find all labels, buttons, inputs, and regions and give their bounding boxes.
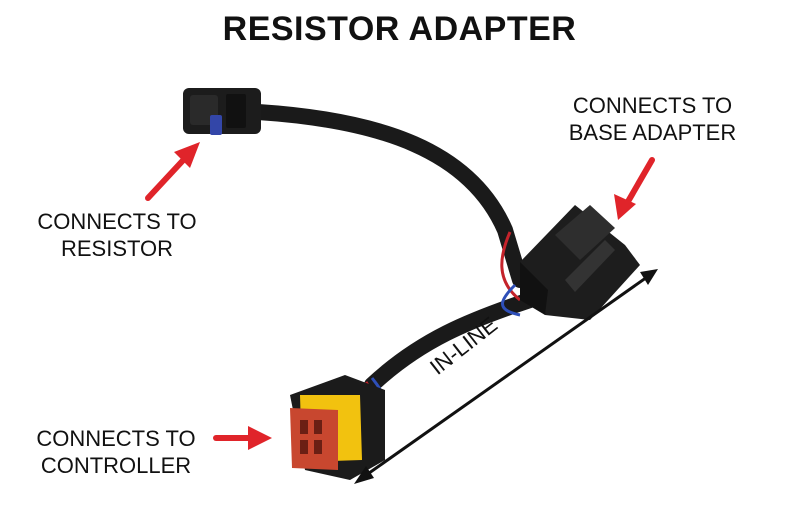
- lower-cable: [364, 292, 538, 393]
- controller-label-line2: CONTROLLER: [40, 453, 192, 478]
- arrow-to-controller: [213, 426, 272, 450]
- resistor-label-line1: CONNECTS TO: [37, 209, 197, 234]
- arrow-to-base-adapter: [614, 157, 655, 220]
- resistor-label-line2: RESISTOR: [60, 236, 174, 261]
- base-adapter-label-line2: BASE ADAPTER: [568, 120, 737, 145]
- inline-double-arrow: [354, 269, 658, 484]
- arrow-to-resistor: [145, 142, 200, 201]
- resistor-connector: [183, 88, 261, 135]
- controller-connector: [290, 375, 385, 480]
- blue-wire: [501, 283, 521, 317]
- resistor-label: CONNECTS TO RESISTOR: [22, 208, 212, 262]
- base-adapter-label: CONNECTS TO BASE ADAPTER: [555, 92, 750, 146]
- controller-label-line1: CONNECTS TO: [36, 426, 196, 451]
- page-title: RESISTOR ADAPTER: [222, 10, 577, 48]
- base-adapter-connector: [520, 205, 640, 320]
- red-wire: [500, 231, 521, 302]
- upper-cable: [250, 104, 528, 288]
- base-adapter-label-line1: CONNECTS TO: [572, 93, 733, 118]
- controller-label: CONNECTS TO CONTROLLER: [16, 425, 216, 479]
